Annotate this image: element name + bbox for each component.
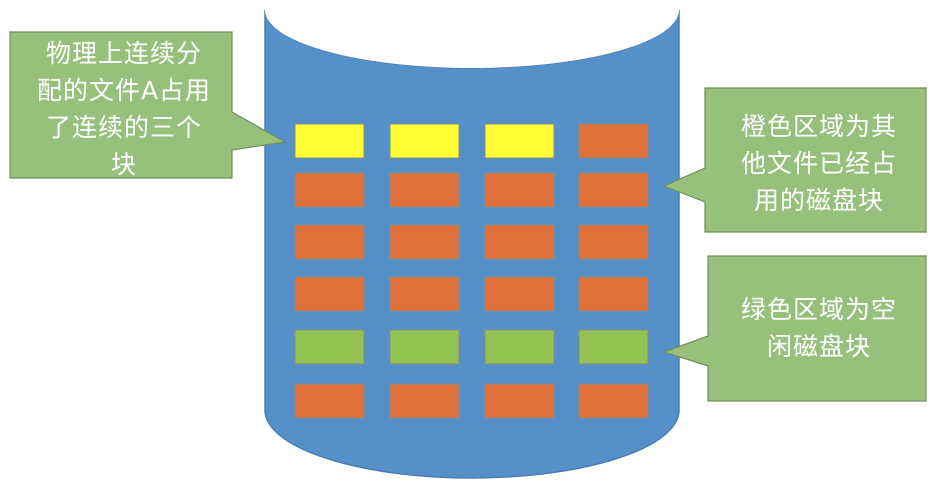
- callout-used-line: 橙色区域为其: [740, 112, 897, 141]
- used-block: [484, 224, 555, 260]
- used-block: [294, 172, 365, 208]
- callout-used-line: 用的磁盘块: [753, 186, 884, 215]
- free-block: [294, 329, 365, 365]
- used-block: [578, 123, 649, 159]
- used-block: [389, 383, 460, 419]
- callout-file-a-line: 配的文件A占用: [36, 76, 212, 105]
- callout-file-a-line: 块: [110, 150, 137, 179]
- used-block: [578, 224, 649, 260]
- used-block: [389, 172, 460, 208]
- callout-free-label: 绿色区域为空 闲磁盘块: [714, 291, 924, 365]
- callout-free-blocks: [662, 255, 927, 402]
- callout-file-a-line: 了连续的三个: [45, 113, 202, 142]
- free-block: [578, 329, 649, 365]
- used-block: [578, 383, 649, 419]
- callout-file-a-line: 物理上连续分: [45, 39, 202, 68]
- callout-file-a: [9, 31, 287, 179]
- used-block: [389, 224, 460, 260]
- callout-used-line: 他文件已经占: [740, 149, 897, 178]
- used-block: [294, 383, 365, 419]
- used-block: [484, 172, 555, 208]
- free-block: [389, 329, 460, 365]
- file-a-block: [294, 123, 365, 159]
- used-block: [484, 383, 555, 419]
- callout-used-blocks: [662, 87, 927, 233]
- disk-top-opening: [265, 10, 679, 68]
- used-block: [484, 276, 555, 312]
- free-block: [484, 329, 555, 365]
- block-grid: [294, 123, 649, 419]
- file-a-block: [389, 123, 460, 159]
- used-block: [578, 276, 649, 312]
- used-block: [294, 276, 365, 312]
- used-block: [389, 276, 460, 312]
- used-block: [578, 172, 649, 208]
- file-a-block: [484, 123, 555, 159]
- used-block: [294, 224, 365, 260]
- callout-file-a-label: 物理上连续分 配的文件A占用 了连续的三个 块: [18, 35, 230, 183]
- callout-free-line: 闲磁盘块: [766, 332, 871, 361]
- callout-free-line: 绿色区域为空: [740, 295, 897, 324]
- callout-used-label: 橙色区域为其 他文件已经占 用的磁盘块: [714, 108, 924, 219]
